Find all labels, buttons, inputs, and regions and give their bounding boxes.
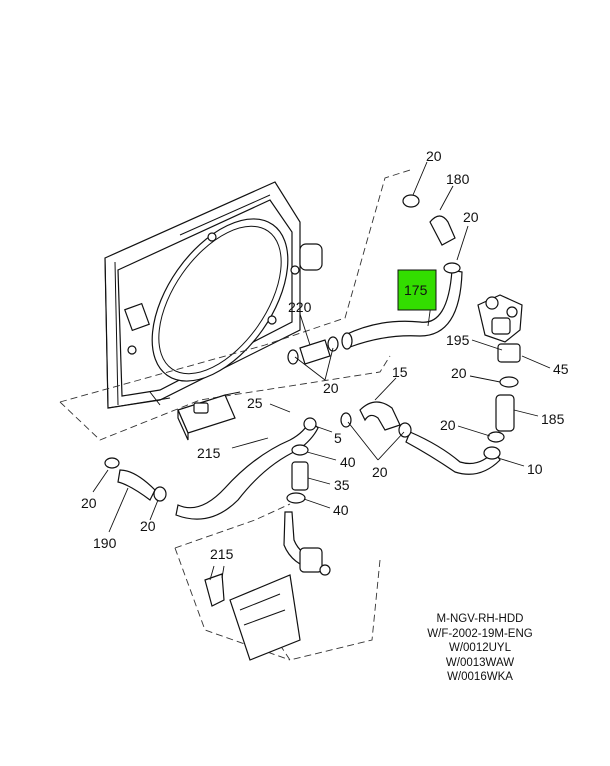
reference-line xyxy=(59,169,411,403)
clamp-40 xyxy=(291,444,309,456)
callout-20[interactable]: 20 xyxy=(463,209,479,225)
callout-20[interactable]: 20 xyxy=(372,464,388,480)
callout-20[interactable]: 20 xyxy=(323,380,339,396)
reference-line xyxy=(59,355,391,441)
clamp-20 xyxy=(153,486,167,502)
callout-35[interactable]: 35 xyxy=(334,477,350,493)
surge-tank xyxy=(177,391,241,441)
caption-line: M-NGV-RH-HDD xyxy=(436,613,524,625)
clamp-40 xyxy=(286,492,306,504)
callout-190[interactable]: 190 xyxy=(93,535,117,551)
callout-15[interactable]: 15 xyxy=(392,364,408,380)
hose-180 xyxy=(429,215,456,246)
callout-20[interactable]: 20 xyxy=(426,148,442,164)
diagram-caption: M-NGV-RH-HDD W/F-2002-19M-ENG W/0012UYL … xyxy=(405,612,555,685)
callout-180[interactable]: 180 xyxy=(446,171,470,187)
clamp-20-upper xyxy=(443,262,461,274)
callout-25[interactable]: 25 xyxy=(247,395,263,411)
hose-220 xyxy=(299,339,331,365)
clamp-20 xyxy=(340,412,352,428)
clamp-20 xyxy=(104,457,120,469)
hose-175 xyxy=(344,269,463,348)
radiator-assembly xyxy=(104,181,323,409)
callout-20[interactable]: 20 xyxy=(140,518,156,534)
valve-knob xyxy=(319,564,331,576)
clamp-20-top xyxy=(402,194,420,208)
callout-5[interactable]: 5 xyxy=(334,430,342,446)
hose-185 xyxy=(495,394,515,432)
bracket-215 xyxy=(204,573,225,607)
hose-190 xyxy=(117,469,156,501)
caption-line: W/0016WKA xyxy=(447,671,513,683)
clamp-20 xyxy=(327,336,339,352)
caption-line: W/F-2002-19M-ENG xyxy=(427,627,533,640)
callout-10[interactable]: 10 xyxy=(527,461,543,477)
callout-220[interactable]: 220 xyxy=(288,299,312,315)
valve xyxy=(299,547,323,573)
callout-175[interactable]: 175 xyxy=(404,282,428,298)
callout-45[interactable]: 45 xyxy=(553,361,569,377)
hose-10 xyxy=(405,431,501,475)
callout-185[interactable]: 185 xyxy=(541,411,565,427)
caption-line: W/0013WAW xyxy=(445,656,515,669)
highlight-box xyxy=(397,269,437,311)
callout-40[interactable]: 40 xyxy=(340,454,356,470)
callout-195[interactable]: 195 xyxy=(446,332,470,348)
callout-40[interactable]: 40 xyxy=(333,502,349,518)
hose-35 xyxy=(291,461,309,491)
clamp xyxy=(483,446,501,460)
fitting-195 xyxy=(497,343,521,363)
caption-line: W/0012UYL xyxy=(448,642,511,654)
callout-215[interactable]: 215 xyxy=(210,546,234,562)
callout-215[interactable]: 215 xyxy=(197,445,221,461)
hose-clamp xyxy=(341,332,353,350)
thermostat-housing xyxy=(477,294,523,343)
callout-20[interactable]: 20 xyxy=(81,495,97,511)
callout-20[interactable]: 20 xyxy=(451,365,467,381)
reference-line xyxy=(174,503,291,549)
callout-20[interactable]: 20 xyxy=(440,417,456,433)
elbow-15 xyxy=(359,401,401,431)
clamp-20 xyxy=(287,349,299,365)
clamp-20 xyxy=(487,431,505,443)
clamp-20 xyxy=(499,376,519,388)
hose-215 xyxy=(175,418,319,520)
clamp-5 xyxy=(303,417,317,431)
